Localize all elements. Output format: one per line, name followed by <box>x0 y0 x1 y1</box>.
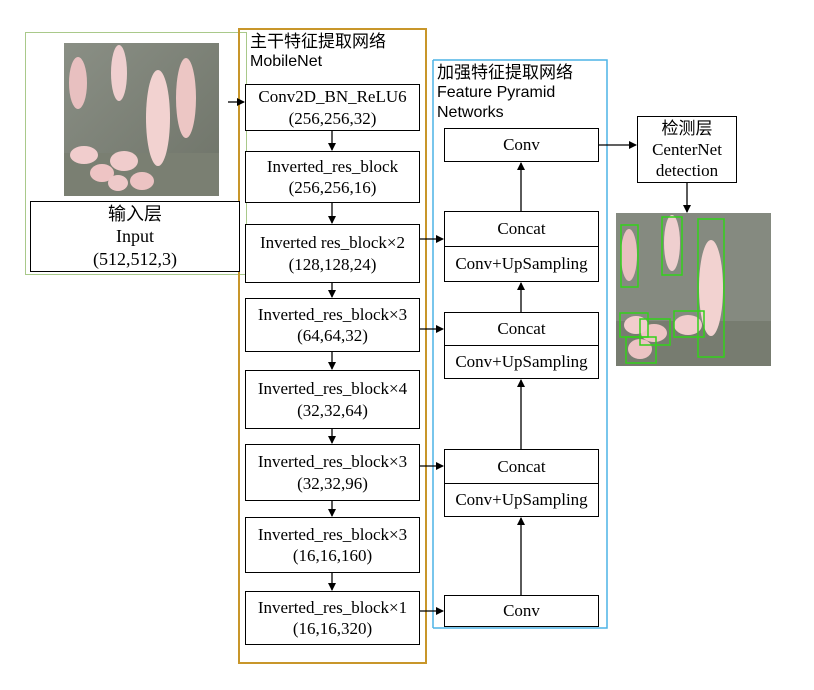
block-name: Inverted_res_block×3 <box>257 304 408 324</box>
detection-title-en-1: CenterNet <box>652 139 722 159</box>
fpn-stage-concat: Concat <box>497 456 546 476</box>
output-detection-image <box>616 213 771 366</box>
block-name: Inverted_res_block <box>266 156 399 176</box>
fpn-stage-upsampling: Conv+UpSampling <box>445 482 598 517</box>
fpn-title-en-1: Feature Pyramid <box>437 84 556 101</box>
input-pig-image <box>64 43 219 196</box>
block-shape: (64,64,32) <box>297 326 368 345</box>
backbone-title-en: MobileNet <box>250 53 323 70</box>
fpn-stage-2: Concat Conv+UpSampling <box>444 312 599 379</box>
detection-layer-box: 检测层 CenterNet detection <box>637 116 737 183</box>
fpn-bottom-conv: Conv <box>444 595 599 627</box>
block-shape: (32,32,64) <box>297 400 368 420</box>
backbone-block-3: Inverted res_block×2 (128,128,24) <box>245 224 420 283</box>
fpn-stage-upsampling: Conv+UpSampling <box>445 246 598 281</box>
block-shape: (256,256,16) <box>288 178 377 197</box>
backbone-block-8: Inverted_res_block×1 (16,16,320) <box>245 591 420 645</box>
fpn-stage-3: Concat Conv+UpSampling <box>444 449 599 517</box>
input-shape: (512,512,3) <box>93 248 177 269</box>
detection-title-cn: 检测层 <box>661 118 713 138</box>
fpn-stage-concat: Concat <box>497 219 546 239</box>
block-shape: (16,16,320) <box>292 619 373 638</box>
fpn-stage-upsampling: Conv+UpSampling <box>445 345 598 378</box>
fpn-title-en-2: Networks <box>437 104 504 121</box>
detection-title-en-2: detection <box>655 161 719 181</box>
input-title: 输入层 <box>108 203 162 224</box>
input-subtitle: Input <box>116 226 154 247</box>
block-shape: (256,256,32) <box>288 108 377 128</box>
fpn-stage-concat: Concat <box>497 319 546 339</box>
block-shape: (32,32,96) <box>297 473 368 493</box>
input-layer-box: 输入层 Input (512,512,3) <box>30 201 240 272</box>
backbone-frame <box>238 28 427 664</box>
fpn-stage-1: Concat Conv+UpSampling <box>444 211 599 282</box>
backbone-block-1: Conv2D_BN_ReLU6 (256,256,32) <box>245 84 420 131</box>
fpn-title-cn: 加强特征提取网络 <box>437 63 573 82</box>
backbone-block-6: Inverted_res_block×3 (32,32,96) <box>245 444 420 501</box>
backbone-block-5: Inverted_res_block×4 (32,32,64) <box>245 370 420 429</box>
backbone-block-7: Inverted_res_block×3 (16,16,160) <box>245 517 420 573</box>
block-name: Inverted_res_block×1 <box>257 597 408 617</box>
block-shape: (128,128,24) <box>288 254 377 274</box>
block-name: Inverted res_block×2 <box>259 233 406 253</box>
fpn-top-conv: Conv <box>444 128 599 162</box>
block-shape: (16,16,160) <box>292 546 373 565</box>
backbone-block-2: Inverted_res_block (256,256,16) <box>245 151 420 203</box>
backbone-block-4: Inverted_res_block×3 (64,64,32) <box>245 298 420 352</box>
block-name: Inverted_res_block×4 <box>257 379 408 399</box>
block-name: Inverted_res_block×3 <box>257 452 408 472</box>
backbone-title-cn: 主干特征提取网络 <box>250 32 386 51</box>
block-name: Conv2D_BN_ReLU6 <box>258 87 407 107</box>
block-name: Inverted_res_block×3 <box>257 524 408 544</box>
